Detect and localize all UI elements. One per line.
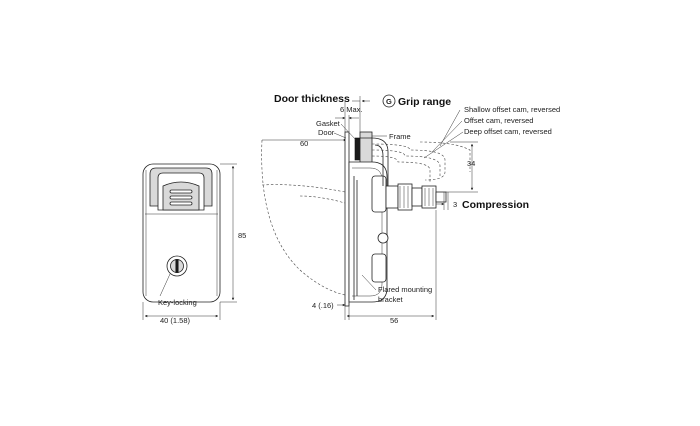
height-dim-value: 85: [238, 231, 246, 240]
gasket-leader: [340, 123, 357, 141]
gasket-label: Gasket: [316, 119, 341, 128]
sixty-dim-value: 60: [300, 139, 308, 148]
cam-offset-leader: [431, 120, 463, 153]
grip-badge-letter: G: [386, 97, 392, 106]
body-cylinder-top: [371, 175, 387, 213]
cam-offset-label: Offset cam, reversed: [464, 116, 533, 125]
body-cylinder-bottom: [371, 253, 387, 283]
door-swing-arc: [261, 139, 351, 297]
key-leader: [159, 273, 171, 297]
bracket-leader: [361, 274, 377, 291]
cam-shallow-label: Shallow offset cam, reversed: [464, 105, 560, 114]
door-label: Door: [318, 128, 335, 137]
cam-outline-deep: [371, 155, 431, 182]
grip-ribs: [169, 189, 193, 206]
fifty-six-dim-value: 56: [390, 316, 398, 325]
rod-threads: [399, 186, 434, 208]
door-panel: [344, 131, 350, 307]
frame-label: Frame: [389, 132, 411, 141]
cam-arm: [360, 137, 389, 186]
front-view: Key-locking 85 40 (1.58): [142, 163, 246, 325]
body-bolt: [377, 232, 389, 244]
side-view: 60: [261, 93, 560, 325]
door-leader: [333, 132, 347, 139]
compression-dim-value: 3: [453, 200, 457, 209]
six-max-label: 6 Max.: [340, 105, 363, 114]
cam-deep-leader: [423, 131, 464, 159]
cam-deep-label: Deep offset cam, reversed: [464, 127, 552, 136]
cam-outline-long: [419, 141, 471, 172]
gasket: [354, 137, 361, 161]
cam-outline-shallow: [371, 143, 446, 181]
mounting-bracket: [353, 176, 358, 300]
threaded-rod: [435, 191, 447, 203]
grip-badge-circle: [382, 94, 396, 108]
grip-range-heading: Grip range: [398, 96, 451, 108]
latch-body-inner: [352, 167, 383, 297]
keyhole: [175, 259, 179, 273]
bracket-label-line2: bracket: [378, 295, 404, 304]
key-locking-label: Key-locking: [158, 298, 197, 307]
cam-outline-offset: [371, 149, 441, 176]
four-dim-value: 4 (.16): [312, 301, 334, 310]
frame: [359, 131, 373, 167]
handle-swing-path-2: [299, 195, 346, 204]
width-dim-value: 40 (1.58): [160, 316, 191, 325]
bracket-label-line1: Flared mounting: [378, 285, 432, 294]
door-thickness-heading: Door thickness: [274, 93, 350, 105]
compression-heading: Compression: [462, 199, 529, 211]
stud-base: [385, 185, 399, 209]
handle-swing-path: [261, 184, 346, 193]
stud-nut-2: [411, 187, 423, 207]
thirty-four-dim-value: 34: [467, 159, 475, 168]
